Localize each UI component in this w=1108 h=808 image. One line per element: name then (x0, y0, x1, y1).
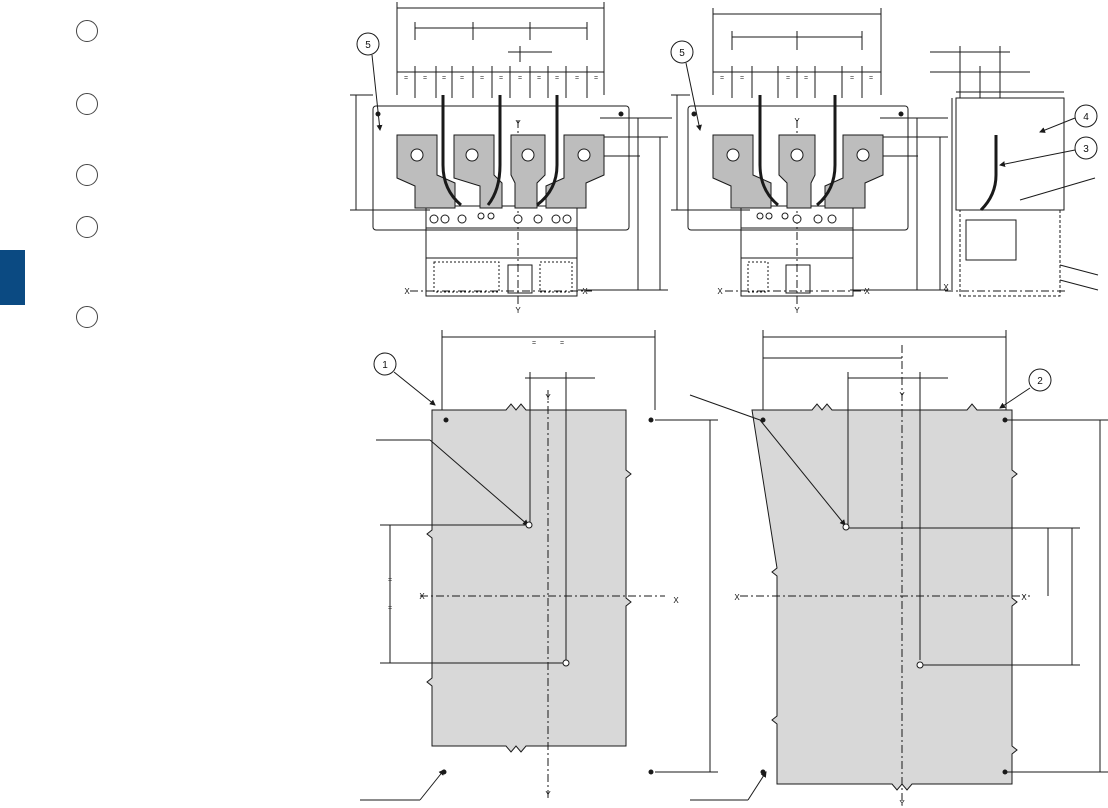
equal-mark: = (388, 605, 392, 612)
equal-mark: = (480, 75, 484, 82)
axis-y-label: Y (545, 393, 551, 402)
equal-mark: = (740, 75, 744, 82)
legend-circle-1 (76, 20, 98, 42)
axis-y-label: Y (899, 391, 905, 400)
callout-4: 4 (1083, 112, 1089, 123)
axis-x-label: X (419, 592, 425, 601)
panel-cutout-1 (360, 330, 718, 801)
axis-y-label: Y (545, 790, 551, 799)
equal-mark: = (518, 75, 522, 82)
axis-x-label: X (734, 593, 740, 602)
equal-mark: = (532, 340, 536, 347)
axis-x-label: X (673, 596, 679, 605)
callout-5-mid: 5 (679, 48, 685, 59)
section-tab (0, 250, 25, 305)
equal-mark: = (499, 75, 503, 82)
equal-mark: = (537, 75, 541, 82)
callout-2: 2 (1037, 376, 1043, 387)
equal-mark: = (804, 75, 808, 82)
axis-x-label: X (717, 287, 723, 296)
equal-mark: = (460, 75, 464, 82)
equal-mark: = (575, 75, 579, 82)
legend-circle-4 (76, 216, 98, 238)
axis-x-label: X (943, 283, 949, 292)
axis-y-label: Y (515, 306, 521, 315)
equal-mark: = (850, 75, 854, 82)
front-view-4-pole (350, 2, 672, 305)
axis-x-label: X (404, 287, 410, 296)
equal-mark: = (442, 75, 446, 82)
callout-1: 1 (382, 360, 388, 371)
axis-y-label: Y (899, 799, 905, 808)
axis-x-label: X (1021, 593, 1027, 602)
side-view (930, 46, 1099, 297)
front-view-3-pole (670, 8, 948, 305)
callout-5-left: 5 (365, 40, 371, 51)
axis-x-label: X (864, 287, 870, 296)
equal-mark: = (786, 75, 790, 82)
equal-mark: = (594, 75, 598, 82)
callout-labels: 5 5 4 3 1 2 (365, 40, 1089, 387)
axis-y-label: Y (794, 306, 800, 315)
axis-y-label: Y (515, 119, 521, 128)
axis-labels: X X Y Y X X Y Y X X X Y Y X X Y Y (404, 117, 1027, 808)
equal-mark: = (388, 577, 392, 584)
equal-mark: = (869, 75, 873, 82)
legend-circle-5 (76, 306, 98, 328)
equal-mark: = (720, 75, 724, 82)
equal-mark: = (423, 75, 427, 82)
equal-marks: = = = = = = = = = = = = = = = = = = = = … (388, 75, 873, 612)
axis-y-label: Y (794, 117, 800, 126)
axis-x-label: X (582, 287, 588, 296)
panel-cutout-2 (689, 330, 1108, 805)
equal-mark: = (555, 75, 559, 82)
equal-mark: = (404, 75, 408, 82)
legend-circle-3 (76, 164, 98, 186)
legend-circle-2 (76, 93, 98, 115)
equal-mark: = (560, 340, 564, 347)
callout-3: 3 (1083, 144, 1089, 155)
